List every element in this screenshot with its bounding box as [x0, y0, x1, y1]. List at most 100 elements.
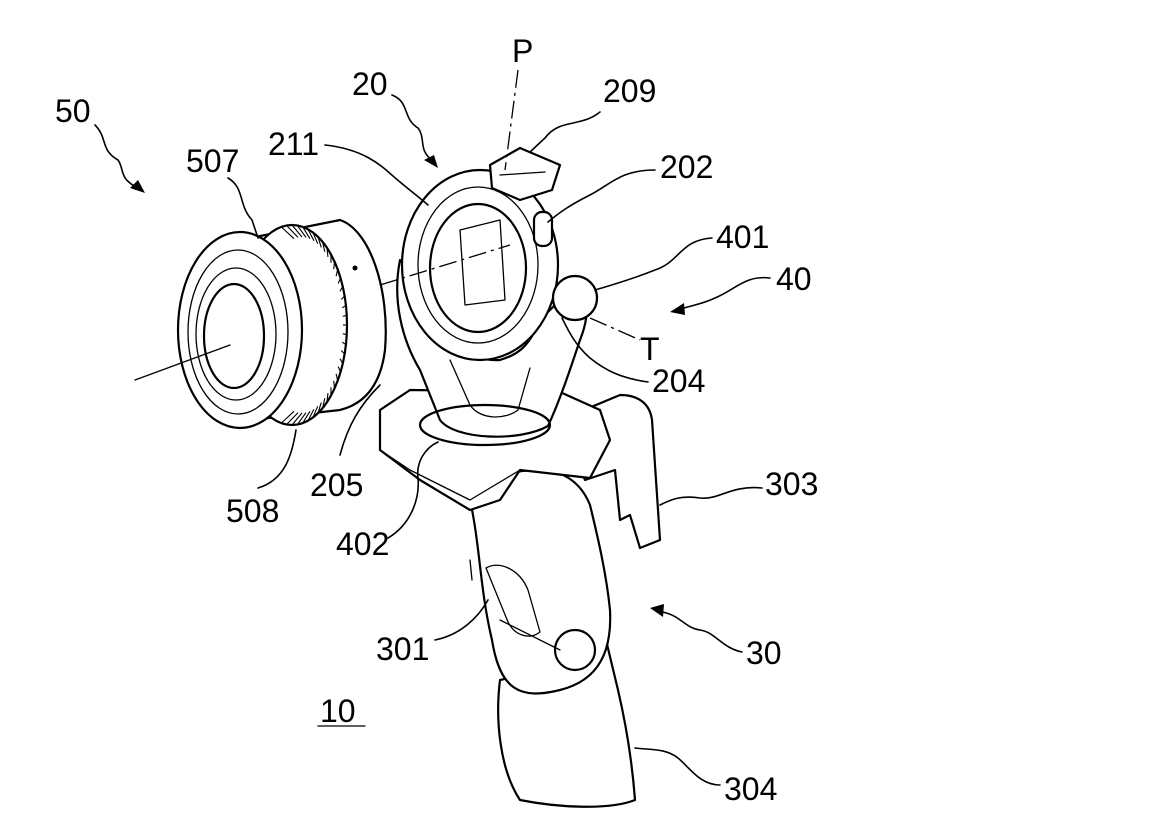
leader-30 — [661, 611, 743, 653]
knurl-line — [335, 269, 339, 277]
leader-205 — [339, 384, 381, 456]
leader-40 — [677, 276, 771, 311]
label-401: 401 — [716, 219, 769, 255]
knurl-line — [337, 277, 342, 284]
knurl-line — [341, 305, 347, 309]
knurl-line — [326, 247, 329, 258]
grip-stem — [469, 559, 561, 651]
knurl-line — [280, 410, 295, 424]
lens-front-ring-3 — [195, 267, 277, 401]
knurl-line — [333, 261, 336, 270]
label-402: 402 — [336, 526, 389, 562]
knurl-line — [339, 358, 344, 364]
leader-402 — [387, 441, 439, 539]
knurl-line — [296, 412, 307, 425]
knurl-line — [335, 373, 339, 381]
lens-dot — [352, 265, 358, 271]
arrow-30 — [650, 604, 664, 617]
label-P: P — [512, 33, 533, 69]
knurl-line — [340, 350, 345, 355]
sensor — [459, 219, 506, 306]
leaders — [94, 94, 771, 786]
leader-204 — [561, 317, 649, 383]
base-block-edge — [379, 449, 521, 501]
knurl-line — [317, 236, 322, 248]
lens — [134, 218, 387, 430]
leader-301 — [434, 599, 489, 641]
knurl-line — [322, 398, 326, 409]
knurl-line — [307, 408, 315, 421]
knurl-line — [312, 232, 319, 244]
knurl-line — [333, 380, 336, 389]
focus-ring-knurling — [280, 224, 347, 426]
label-20: 20 — [352, 66, 388, 102]
accessory-shoe-line — [499, 171, 546, 176]
knurl-line — [341, 341, 347, 345]
side-switch — [532, 210, 554, 248]
grip-button — [553, 628, 597, 672]
label-T: T — [640, 331, 660, 367]
knurl-line — [317, 402, 322, 414]
label-209: 209 — [603, 73, 656, 109]
mount-housing — [400, 168, 560, 362]
accessory-shoe — [488, 146, 562, 202]
leader-304 — [634, 747, 721, 786]
support-arm — [396, 258, 588, 438]
knurl-line — [322, 241, 326, 252]
mount-ring-inner — [428, 202, 528, 334]
labels: 50 20 P 209 211 507 202 401 40 T 204 205… — [55, 33, 818, 807]
label-507: 507 — [186, 143, 239, 179]
knurl-line — [339, 286, 344, 292]
mount-ring-outer — [417, 186, 539, 344]
leader-211 — [324, 144, 429, 206]
arrow-20 — [424, 155, 438, 168]
knurl-line — [291, 224, 303, 238]
knurl-line — [286, 225, 299, 238]
knurl-line — [342, 314, 347, 317]
leader-401 — [594, 237, 713, 291]
label-10: 10 — [320, 693, 356, 729]
label-40: 40 — [776, 261, 812, 297]
leader-209 — [529, 111, 601, 153]
grip-trigger-slot — [485, 564, 541, 637]
lens-axis-line — [134, 344, 231, 381]
lens-glass — [202, 282, 266, 390]
knurl-line — [286, 412, 299, 425]
axis-P — [504, 69, 519, 171]
knurl-line — [312, 406, 319, 418]
tilt-knob — [551, 274, 599, 322]
axis-T — [589, 317, 641, 341]
label-304: 304 — [724, 771, 777, 807]
label-303: 303 — [765, 466, 818, 502]
leader-508 — [257, 429, 297, 489]
knurl-line — [291, 412, 303, 426]
knurl-line — [342, 333, 347, 336]
label-205: 205 — [310, 467, 363, 503]
label-301: 301 — [376, 631, 429, 667]
arrow-40 — [670, 303, 685, 315]
knurl-line — [296, 225, 307, 238]
knurl-line — [280, 226, 295, 240]
leader-202 — [547, 169, 656, 223]
knurl-line — [340, 295, 345, 300]
leader-303 — [659, 486, 763, 506]
knurl-line — [302, 226, 311, 239]
knurl-line — [302, 411, 311, 424]
knurl-line — [326, 392, 329, 403]
leader-507 — [227, 177, 259, 239]
label-202: 202 — [660, 149, 713, 185]
label-30: 30 — [746, 635, 782, 671]
label-508: 508 — [226, 493, 279, 529]
optical-axis — [379, 244, 511, 286]
label-50: 50 — [55, 93, 91, 129]
handle — [378, 388, 662, 808]
arrow-50 — [130, 180, 145, 193]
label-204: 204 — [652, 363, 705, 399]
camera-unit — [379, 69, 641, 447]
lens-front-ring-2 — [187, 249, 289, 415]
leader-50 — [94, 124, 139, 189]
knurl-line — [337, 366, 342, 373]
label-211: 211 — [268, 126, 319, 162]
pan-base-ring — [418, 403, 552, 447]
